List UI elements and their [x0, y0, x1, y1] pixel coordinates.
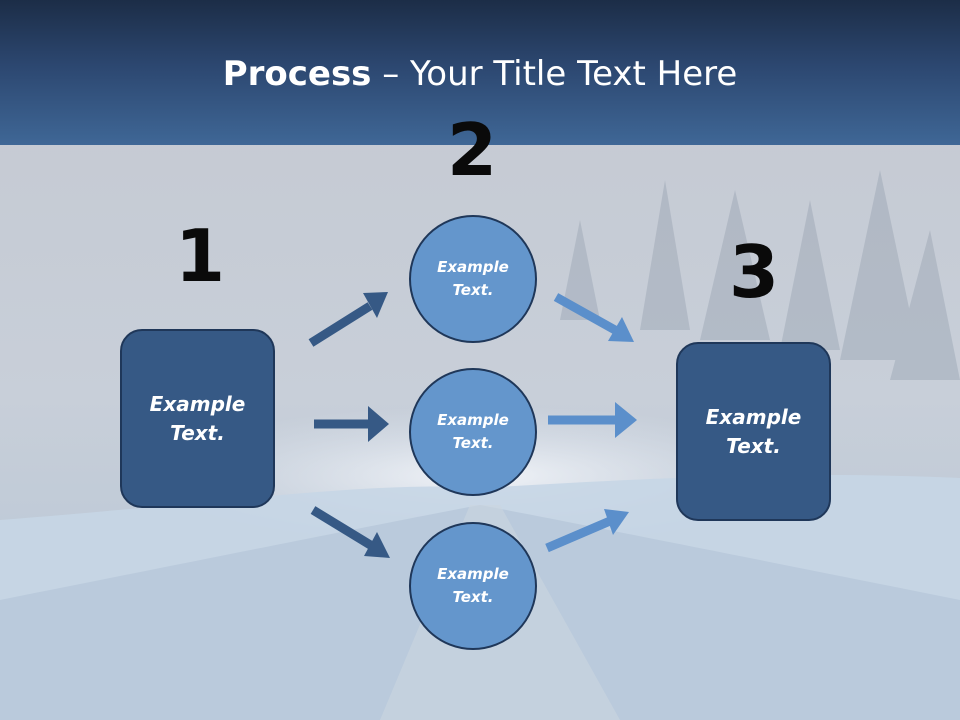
arrow-left-to-middle	[314, 406, 389, 442]
arrow-left-to-top	[308, 292, 388, 347]
circle-middle-text: Example Text.	[437, 411, 509, 452]
arrow-middle-to-right	[548, 402, 637, 438]
step-3-box: Example Text.	[676, 342, 831, 521]
circle-top-text: Example Text.	[437, 258, 509, 299]
step-number-2: 2	[446, 108, 498, 192]
title-bar	[0, 0, 960, 145]
slide-title: Process – Your Title Text Here	[0, 52, 960, 96]
step-number-1: 1	[174, 214, 226, 298]
title-rest: – Your Title Text Here	[371, 54, 738, 94]
circle-bottom-text: Example Text.	[437, 565, 509, 606]
step-2-circle-middle: Example Text.	[409, 368, 537, 496]
step-3-text: Example Text.	[705, 404, 802, 458]
arrow-top-to-right	[553, 293, 634, 342]
step-1-text: Example Text.	[149, 391, 246, 445]
step-2-circle-top: Example Text.	[409, 215, 537, 343]
step-1-box: Example Text.	[120, 329, 275, 508]
title-bold: Process	[222, 54, 372, 94]
arrow-left-to-bottom	[310, 506, 390, 558]
arrow-bottom-to-right	[545, 509, 629, 553]
step-number-3: 3	[728, 230, 780, 314]
step-2-circle-bottom: Example Text.	[409, 522, 537, 650]
